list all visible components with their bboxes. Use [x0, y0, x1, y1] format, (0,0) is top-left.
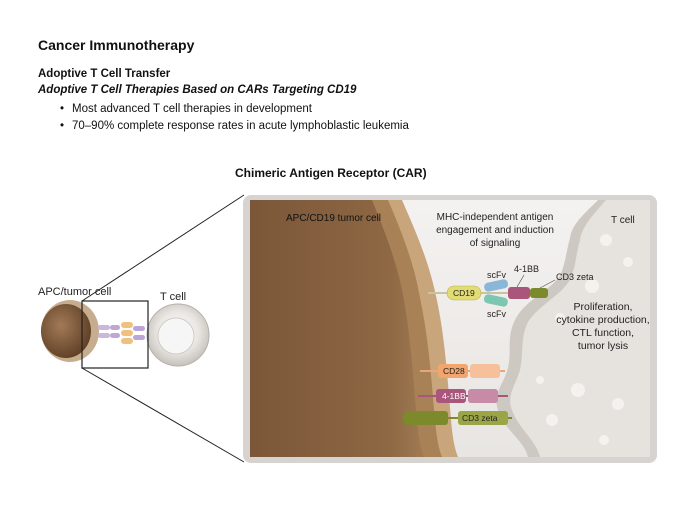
bullet-dot-icon: •	[60, 120, 65, 132]
legend-cd3-zeta-label: CD3 zeta	[462, 413, 498, 423]
t-cell-large	[496, 200, 650, 457]
section-subtitle: Adoptive T Cell Transfer	[38, 68, 171, 80]
apc-cell-small	[41, 300, 99, 362]
legend-4-1bb-label: 4-1BB	[442, 391, 466, 401]
legend-cd28	[420, 364, 505, 378]
outcome-line-2: cytokine production,	[556, 314, 650, 326]
bullet-text: Most advanced T cell therapies in develo…	[72, 103, 312, 115]
t-cell-small-label: T cell	[160, 291, 187, 303]
scfv-top-label: scFv	[487, 270, 506, 280]
zoom-box	[81, 300, 149, 369]
outcome-line-3: CTL function,	[571, 327, 635, 339]
legend-cd3-zeta	[402, 411, 512, 425]
4-1bb-domain	[508, 287, 530, 299]
outcome-line-1: Proliferation,	[573, 301, 633, 313]
t-cell-label: T cell	[611, 215, 635, 226]
scfv-bottom-domain	[483, 294, 508, 307]
tumor-cell-large	[250, 200, 458, 457]
car-molecule	[428, 274, 556, 307]
bullet-item: • 70–90% complete response rates in acut…	[60, 118, 409, 135]
bullet-item: • Most advanced T cell therapies in deve…	[60, 101, 409, 118]
section-subtitle-italic: Adoptive T Cell Therapies Based on CARs …	[38, 84, 357, 96]
mhc-annotation: MHC-independent antigen engagement and i…	[425, 211, 565, 250]
bullet-list: • Most advanced T cell therapies in deve…	[60, 101, 409, 135]
mhc-line-2: engagement and induction	[436, 225, 554, 236]
figure-title: Chimeric Antigen Receptor (CAR)	[235, 166, 427, 180]
zoom-line-bottom	[81, 367, 245, 463]
cd19-label: CD19	[453, 288, 475, 298]
4-1bb-top-label: 4-1BB	[514, 264, 540, 274]
outcome-line-4: tumor lysis	[577, 340, 629, 352]
cd19-marker	[446, 285, 482, 301]
bullet-dot-icon: •	[60, 103, 65, 115]
scfv-top-domain	[484, 279, 509, 292]
cd3-zeta-domain	[530, 288, 548, 298]
bullet-text: 70–90% complete response rates in acute …	[72, 120, 409, 132]
outcome-annotation: Proliferation, cytokine production, CTL …	[548, 301, 658, 353]
receptor-cluster-small	[98, 322, 145, 344]
cd3-zeta-top-label: CD3 zeta	[556, 272, 594, 282]
legend-cd28-label: CD28	[443, 366, 465, 376]
apc-cd19-label: APC/CD19 tumor cell	[286, 213, 382, 224]
mhc-line-1: MHC-independent antigen	[436, 212, 554, 223]
legend-4-1bb	[418, 389, 508, 403]
page-title: Cancer Immunotherapy	[38, 37, 195, 53]
mhc-line-3: of signaling	[469, 238, 521, 249]
scfv-bottom-label: scFv	[487, 309, 506, 319]
apc-cell-label: APC/tumor cell	[38, 286, 112, 298]
t-cell-small	[146, 303, 210, 367]
zoom-line-top	[81, 194, 245, 302]
